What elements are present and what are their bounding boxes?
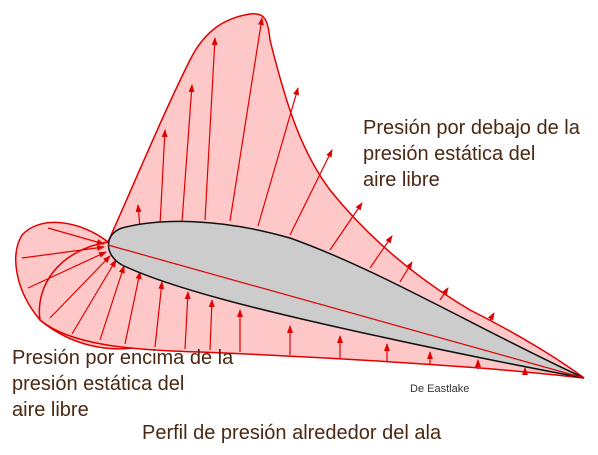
suction-arrow bbox=[229, 17, 264, 222]
pressure-arrows bbox=[99, 265, 528, 375]
nose-arrow bbox=[71, 259, 117, 335]
pressure-arrow bbox=[99, 265, 125, 341]
airfoil bbox=[107, 220, 585, 379]
diagram-caption: Perfil de presión alrededor del ala bbox=[142, 422, 442, 444]
pressure-arrow bbox=[154, 281, 165, 348]
pressure-arrow bbox=[208, 299, 215, 351]
suction-arrow bbox=[487, 312, 495, 321]
nose-arrow bbox=[21, 244, 105, 259]
suction-arrow bbox=[399, 261, 413, 283]
pressure-label-line-3: aire libre bbox=[12, 399, 89, 421]
suction-arrow bbox=[369, 235, 393, 269]
credit-label: De Eastlake bbox=[410, 383, 470, 395]
nose-arrows bbox=[21, 227, 117, 335]
suction-arrow bbox=[204, 37, 218, 221]
suction-label-line-3: aire libre bbox=[363, 169, 440, 191]
suction-arrow bbox=[257, 87, 299, 227]
suction-label-line-2: presión estática del bbox=[363, 143, 536, 165]
chord-line bbox=[107, 244, 585, 379]
suction-arrow bbox=[439, 287, 449, 301]
pressure-label-line-2: presión estática del bbox=[12, 373, 185, 395]
nose-arrow bbox=[47, 227, 105, 245]
suction-label-line-1: Presión por debajo de la bbox=[363, 117, 580, 139]
suction-arrow bbox=[159, 129, 168, 226]
pressure-arrow bbox=[184, 291, 191, 350]
nose-arrow bbox=[27, 251, 107, 289]
pressure-label-line-1: Presión por encima de la bbox=[12, 347, 234, 369]
nose-arrow bbox=[49, 255, 111, 319]
suction-envelope bbox=[106, 12, 585, 379]
pressure-arrow bbox=[124, 271, 142, 345]
suction-arrow bbox=[329, 202, 363, 251]
suction-arrow bbox=[289, 149, 333, 236]
suction-arrows bbox=[135, 17, 495, 321]
suction-arrow bbox=[181, 84, 195, 223]
